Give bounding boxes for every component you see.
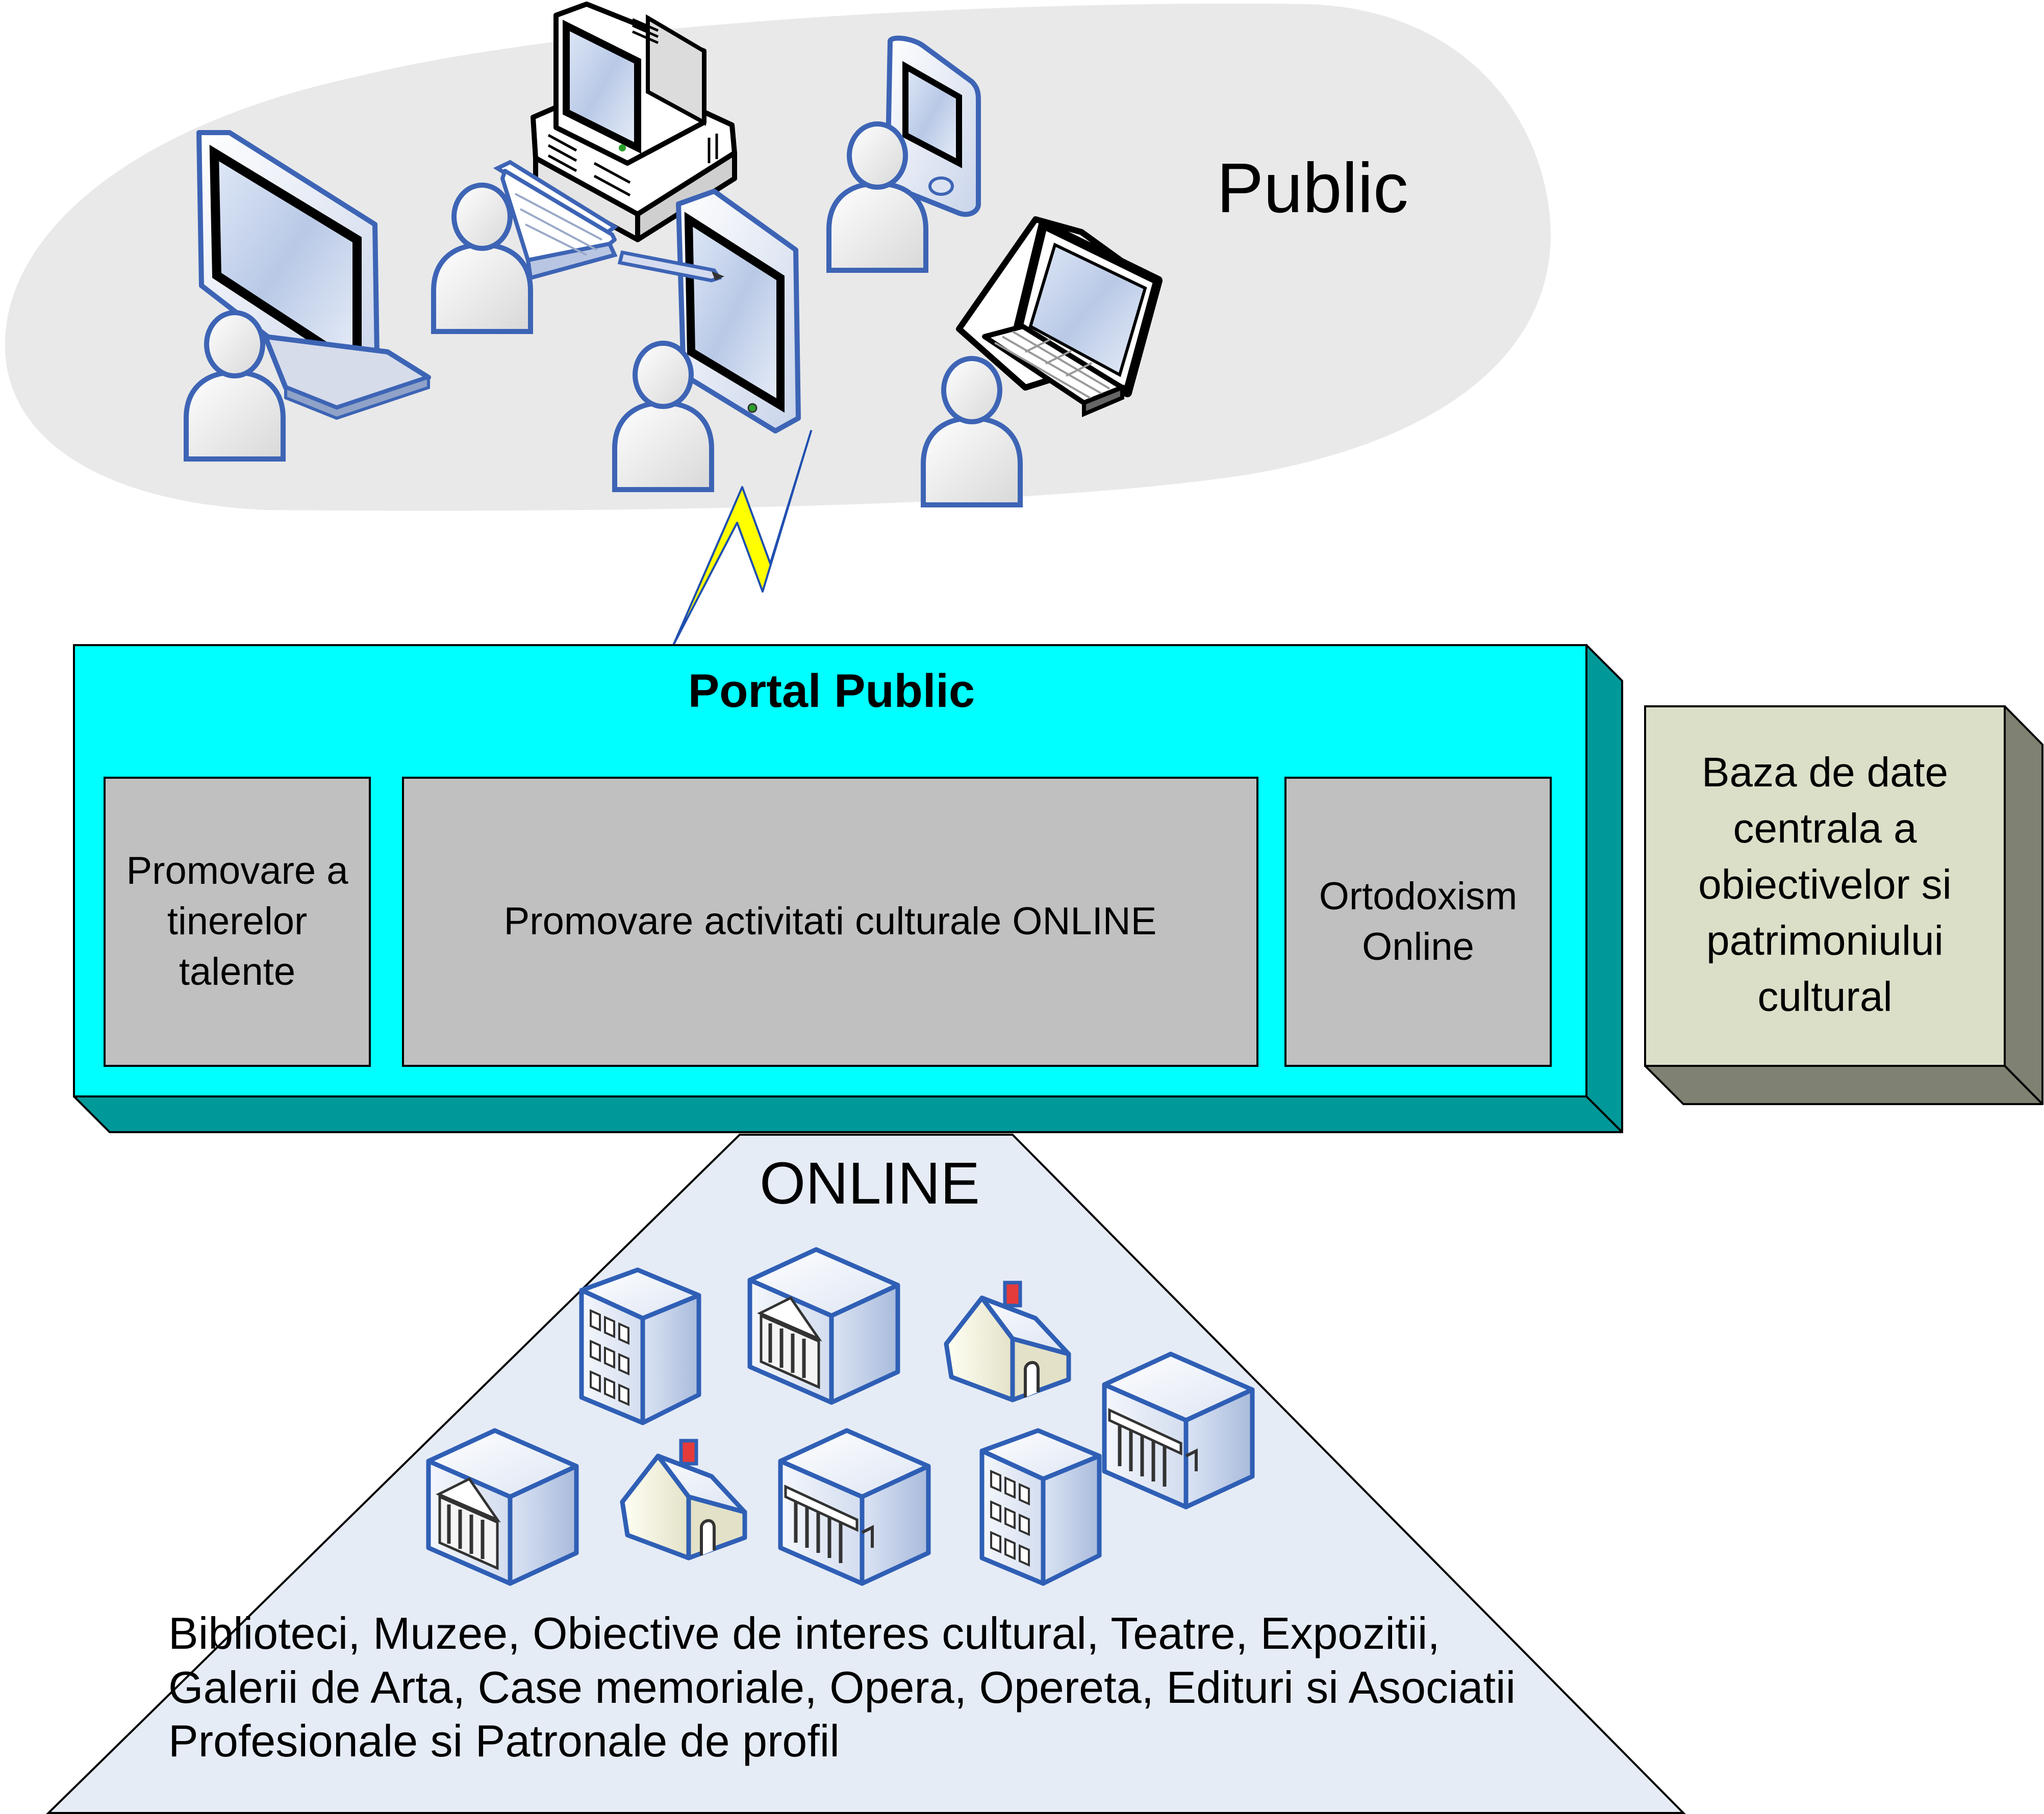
- pc-tower-icon: [493, 2, 737, 281]
- office-building-icon: [982, 1430, 1099, 1583]
- desktop-monitor-icon: [196, 130, 431, 420]
- module-label-activitati-culturale: Promovare activitati culturale ONLINE: [503, 900, 1157, 943]
- database-label: Baza de date centrala a obiectivelor si …: [1698, 749, 1952, 1020]
- module-label-tinere-talente: Promovare a tinerelor talente: [126, 849, 348, 993]
- public-label: Public: [1217, 149, 1408, 227]
- portal-title: Portal Public: [688, 665, 975, 717]
- office-building-icon: [582, 1270, 699, 1423]
- module-label-ortodoxism: Ortodoxism Online: [1319, 874, 1518, 968]
- database-box: [1644, 705, 2043, 1105]
- online-description: Biblioteci, Muzee, Obiective de interes …: [168, 1608, 1516, 1767]
- pda-icon: [885, 35, 981, 217]
- lightning-icon: [672, 430, 812, 646]
- module-box-tinere-talente: [104, 777, 371, 1067]
- module-box-activitati-culturale: [402, 777, 1258, 1067]
- online-label: ONLINE: [760, 1150, 980, 1216]
- module-box-ortodoxism: [1284, 777, 1552, 1067]
- laptop-icon: [956, 216, 1163, 418]
- tablet-icon: [617, 189, 801, 433]
